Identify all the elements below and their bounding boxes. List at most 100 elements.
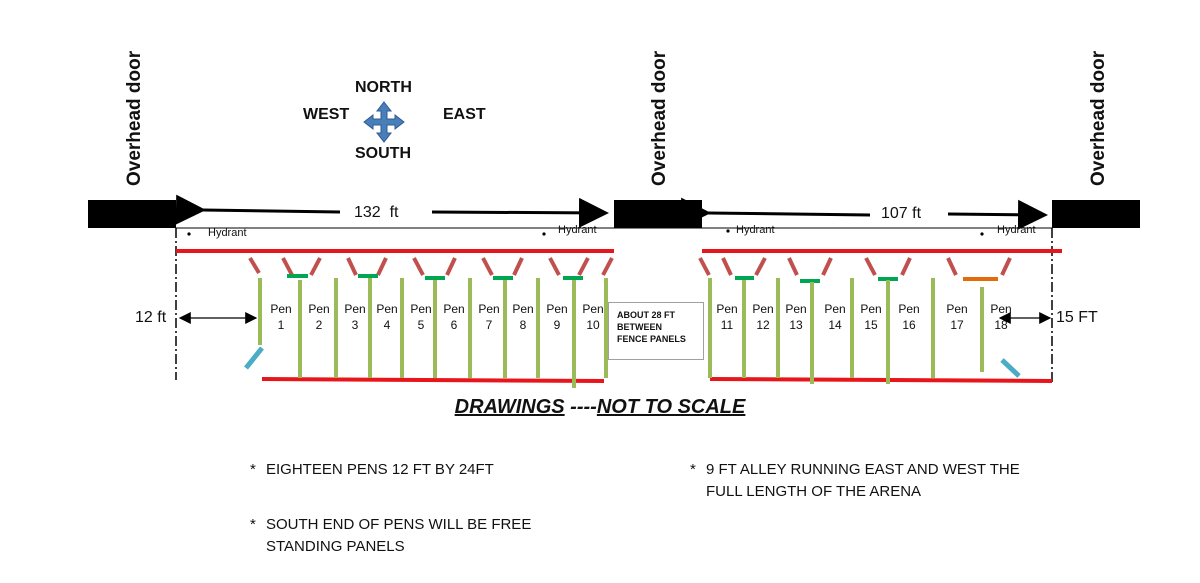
door-block-middle (614, 200, 702, 228)
pen-number: 16 (902, 318, 916, 332)
pen-word: Pen (410, 302, 432, 316)
bullet-star: * (250, 516, 256, 533)
pen-word: Pen (443, 302, 465, 316)
pen-word: Pen (752, 302, 774, 316)
note-text: 9 FT ALLEY RUNNING EAST AND WEST THE FUL… (706, 461, 1020, 500)
gap-note-box: ABOUT 28 FT BETWEEN FENCE PANELS (608, 302, 704, 360)
pen-label: Pen 18 (984, 301, 1018, 333)
pen-number: 15 (864, 318, 878, 332)
pen-number: 7 (485, 318, 493, 332)
pen-word: Pen (990, 302, 1012, 316)
note-alley: * 9 FT ALLEY RUNNING EAST AND WEST THE F… (690, 459, 1051, 503)
gates (287, 274, 898, 283)
hydrant-label: Hydrant (208, 227, 247, 239)
door-label-middle: Overhead door (649, 50, 670, 186)
pen-number: 1 (277, 318, 285, 332)
hydrant-label: Hydrant (558, 224, 597, 236)
door-block-west (88, 200, 176, 228)
pen-label: Pen 16 (892, 301, 926, 333)
door-label-west: Overhead door (124, 50, 145, 186)
pen-number: 8 (519, 318, 527, 332)
scale-note: DRAWINGS ----NOT TO SCALE (0, 396, 1200, 419)
east-span-arrow-right (947, 199, 1048, 230)
scale-note-not-to-scale: NOT TO SCALE (596, 396, 746, 418)
east-gap-label: 15 FT (1056, 309, 1098, 326)
south-fence-west (261, 377, 605, 383)
pen-number: 13 (789, 318, 803, 332)
note-eighteen-pens: * EIGHTEEN PENS 12 FT BY 24FT (250, 459, 586, 481)
west-span-arrow-right (431, 197, 609, 228)
pen-label: Pen 1 (264, 301, 298, 333)
compass-west: WEST (303, 106, 350, 123)
pen-number: 3 (351, 318, 359, 332)
pen-word: Pen (860, 302, 882, 316)
pen-word: Pen (546, 302, 568, 316)
scale-note-drawings: DRAWINGS (454, 396, 565, 418)
pen-word: Pen (308, 302, 330, 316)
pen-word: Pen (376, 302, 398, 316)
bullet-star: * (250, 461, 256, 478)
pen-label: Pen 15 (854, 301, 888, 333)
scale-note-separator: ---- (564, 396, 597, 418)
hydrant-label: Hydrant (736, 224, 775, 236)
south-fence-east (709, 377, 1053, 383)
pen-word: Pen (344, 302, 366, 316)
note-text: SOUTH END OF PENS WILL BE FREE STANDING … (266, 516, 532, 555)
gap-note-line2: BETWEEN (617, 322, 662, 332)
pen-word: Pen (270, 302, 292, 316)
bullet-star: * (690, 461, 696, 478)
blue-panel-west (244, 346, 264, 370)
gap-note-line3: FENCE PANELS (617, 334, 686, 344)
compass-east: EAST (443, 106, 486, 123)
pen-label: Pen 4 (370, 301, 404, 333)
compass-north: NORTH (355, 79, 412, 96)
pen-word: Pen (716, 302, 738, 316)
compass-south: SOUTH (355, 145, 411, 162)
pen-number: 11 (720, 318, 734, 332)
pen-word: Pen (512, 302, 534, 316)
pen-number: 18 (994, 318, 1008, 332)
pen-label: Pen 3 (338, 301, 372, 333)
west-span-label: 132 ft (354, 204, 399, 221)
pen-number: 14 (828, 318, 842, 332)
pen-label: Pen 6 (437, 301, 471, 333)
west-span-arrow-left (175, 194, 341, 225)
pen-number: 4 (383, 318, 391, 332)
gap-note-line1: ABOUT 28 FT (617, 310, 676, 320)
hydrant-dot (726, 229, 730, 233)
east-span-arrow-left (680, 197, 871, 228)
blue-panel-east (1000, 358, 1021, 378)
west-gap-label: 12 ft (135, 309, 167, 326)
note-south-end: * SOUTH END OF PENS WILL BE FREE STANDIN… (250, 514, 566, 558)
compass-icon (363, 101, 405, 143)
pen-word: Pen (478, 302, 500, 316)
pen-number: 17 (950, 318, 964, 332)
pen-number: 12 (756, 318, 770, 332)
pen-number: 6 (450, 318, 458, 332)
hydrant-dot (980, 232, 984, 236)
door-label-east: Overhead door (1088, 50, 1109, 186)
pen-label: Pen 7 (472, 301, 506, 333)
hydrant-dot (542, 232, 546, 236)
hydrant-label: Hydrant (997, 224, 1036, 236)
pen-label: Pen 12 (746, 301, 780, 333)
pen-label: Pen 17 (940, 301, 974, 333)
pen-word: Pen (898, 302, 920, 316)
pen-word: Pen (582, 302, 604, 316)
pen-label: Pen 2 (302, 301, 336, 333)
pen-panels (258, 278, 984, 388)
pen-number: 2 (315, 318, 323, 332)
pen-word: Pen (946, 302, 968, 316)
pen-word: Pen (824, 302, 846, 316)
pen-label: Pen 14 (818, 301, 852, 333)
pen-label: Pen 8 (506, 301, 540, 333)
hydrant-dot (187, 232, 191, 236)
angled-panels (248, 256, 1012, 276)
door-block-east (1052, 200, 1140, 228)
east-span-label: 107 ft (881, 205, 922, 222)
